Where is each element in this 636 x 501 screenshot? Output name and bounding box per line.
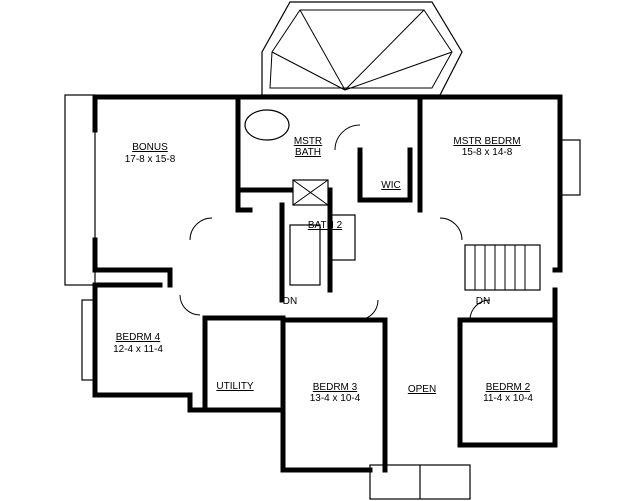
bonus-bay-window bbox=[64, 94, 96, 286]
stairs-dn-left: DN bbox=[283, 296, 297, 307]
room-label-bath2: BATH 2 bbox=[308, 220, 343, 231]
staircase bbox=[464, 244, 541, 291]
room-size-bonus: 17-8 x 15-8 bbox=[125, 154, 176, 165]
room-label-wic: WIC bbox=[381, 180, 400, 191]
shower-icon bbox=[292, 179, 329, 206]
stairs-dn-right: DN bbox=[476, 296, 490, 307]
room-size-mstr-bedrm: 15-8 x 14-8 bbox=[462, 147, 513, 158]
door-swings bbox=[179, 124, 491, 321]
room-size-bedrm4: 12-4 x 11-4 bbox=[113, 344, 163, 355]
bathtub-icon bbox=[244, 109, 290, 141]
room-label-mstr-bedrm: MSTR BEDRM bbox=[453, 136, 520, 147]
room-label-bedrm2: BEDRM 2 bbox=[486, 382, 531, 393]
room-label-open: OPEN bbox=[408, 384, 436, 395]
room-label-mstr-bath-2: BATH bbox=[295, 147, 321, 158]
tub-icon bbox=[329, 214, 356, 261]
mstr-bay-window bbox=[559, 139, 581, 196]
bedrm4-window bbox=[81, 299, 96, 381]
room-size-bedrm2: 11-4 x 10-4 bbox=[483, 393, 533, 404]
vanity-icon bbox=[289, 224, 321, 286]
room-label-bedrm4: BEDRM 4 bbox=[116, 332, 161, 343]
bay-roof bbox=[261, 1, 463, 96]
room-label-bonus: BONUS bbox=[132, 142, 168, 153]
room-label-mstr-bath-1: MSTR bbox=[294, 136, 322, 147]
room-label-utility: UTILITY bbox=[216, 381, 254, 392]
room-size-bedrm3: 13-4 x 10-4 bbox=[310, 393, 361, 404]
room-label-bedrm3: BEDRM 3 bbox=[313, 382, 358, 393]
